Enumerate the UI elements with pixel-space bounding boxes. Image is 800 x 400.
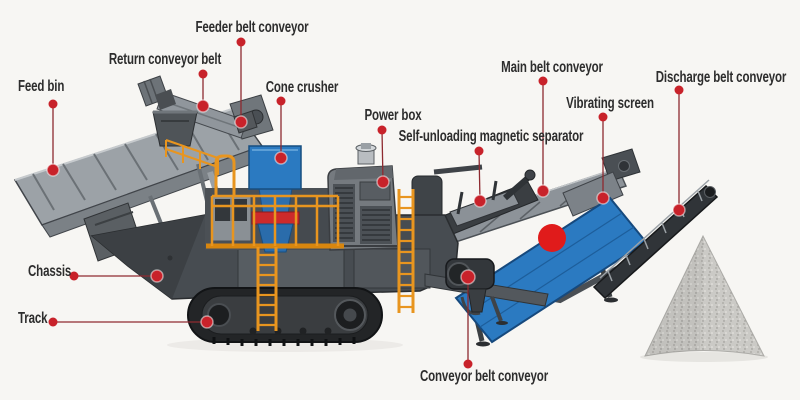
label-vibrating-screen: Vibrating screen [566, 95, 654, 112]
track-part [187, 287, 383, 346]
vibrating-screen-dot-part [596, 191, 610, 205]
track-dot-part [200, 315, 214, 329]
main-belt-conveyor-dot-part [536, 184, 550, 198]
feed-bin-dot-part [46, 163, 60, 177]
leader-dots [46, 37, 686, 369]
self-unloading-magnetic-separator-dot-label [474, 146, 484, 156]
screen-feed-chute [562, 171, 624, 217]
self-unloading-magnetic-separator-leader [478, 150, 481, 202]
discharge-belt-conveyor-part [592, 179, 719, 300]
label-conveyor-belt-conveyor: Conveyor belt conveyor [419, 368, 549, 385]
railings-and-ladders [165, 139, 415, 331]
return-conveyor-belt-part [137, 75, 258, 139]
label-chassis: Chassis [28, 263, 72, 280]
vibrating-screen-dot-label [598, 112, 608, 122]
conveyor-belt-conveyor-dot-part [460, 269, 476, 285]
power-box-dot-label [377, 125, 387, 135]
label-main-belt-conveyor: Main belt conveyor [501, 59, 603, 76]
feeder-belt-conveyor-dot-label [236, 37, 246, 47]
ladder-front [256, 247, 278, 331]
stone-pile [644, 234, 765, 357]
feeder-belt-conveyor-dot-part [234, 115, 248, 129]
track-dot-label [48, 317, 58, 327]
hopper-part [152, 110, 198, 147]
cone-crusher-dot-label [276, 96, 286, 106]
label-discharge-belt-conveyor: Discharge belt conveyor [655, 69, 787, 86]
cab-part [210, 194, 252, 242]
feed-bin-dot-label [48, 99, 58, 109]
discharge-belt-conveyor-dot-part [672, 203, 686, 217]
screen-red-circle [538, 224, 566, 252]
conveyor-belt-conveyor-dot-label [463, 359, 473, 369]
leader-lines [52, 42, 680, 364]
label-cone-crusher: Cone crusher [265, 79, 339, 96]
label-return-conveyor-belt: Return conveyor belt [108, 51, 222, 68]
chassis-dot-part [150, 269, 164, 283]
power-box-leader [381, 129, 384, 183]
return-conveyor-belt-dot-part [196, 99, 210, 113]
main-belt-conveyor-dot-label [538, 76, 548, 86]
feeder-walkway-rail [165, 139, 219, 175]
chassis-dot-label [69, 271, 79, 281]
label-power-box: Power box [364, 107, 422, 124]
return-conveyor-belt-dot-label [198, 69, 208, 79]
label-feeder-belt-conveyor: Feeder belt conveyor [195, 19, 309, 36]
discharge-belt-conveyor-dot-label [674, 85, 684, 95]
label-track: Track [18, 310, 48, 327]
label-self-unloading-magnetic-separator: Self-unloading magnetic separator [398, 128, 584, 145]
cone-crusher-dot-part [274, 151, 288, 165]
power-box-dot-part [376, 175, 390, 189]
power-box-part [327, 143, 399, 251]
self-unloading-magnetic-separator-dot-part [473, 194, 487, 208]
label-feed-bin: Feed bin [18, 78, 65, 95]
